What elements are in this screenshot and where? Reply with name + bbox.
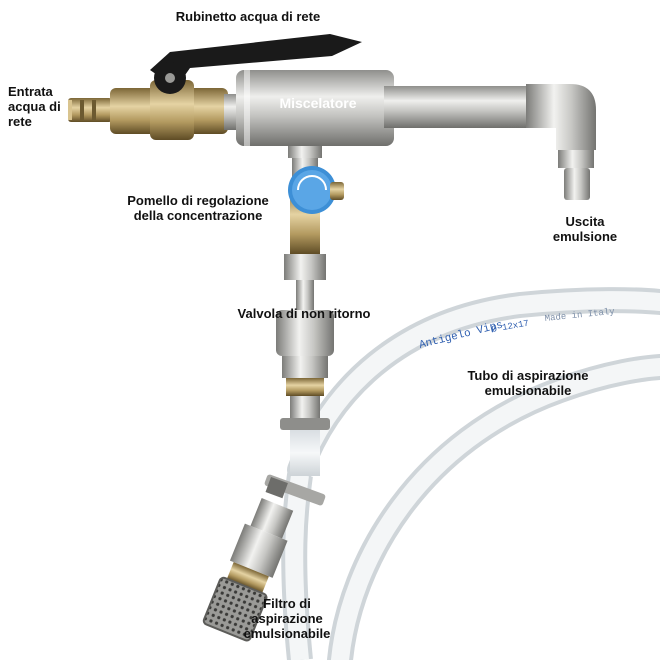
label-tap: Rubinetto acqua di rete (175, 9, 321, 24)
vertical-stem (284, 140, 326, 310)
hose-clamp (264, 474, 326, 506)
label-outlet: Uscita emulsione (552, 214, 618, 244)
suction-filter (202, 498, 294, 642)
label-hose: Tubo di aspirazione emulsionabile (467, 368, 589, 398)
mixer-body (236, 70, 532, 146)
tap-handle (150, 34, 362, 94)
check-valve (276, 310, 334, 430)
hose-segment (290, 430, 320, 476)
outlet-elbow (526, 84, 596, 200)
label-mixer: Miscelatore (279, 95, 357, 111)
label-check-valve: Valvola di non ritorno (237, 306, 371, 321)
suction-hose (281, 287, 660, 660)
ball-valve-body (110, 80, 242, 140)
concentration-knob (288, 166, 344, 214)
label-filter: Filtro di aspirazione emulsionabile (243, 596, 331, 641)
label-knob: Pomello di regolazione della concentrazi… (127, 193, 269, 223)
label-inlet: Entrata acqua di rete (8, 84, 61, 129)
inlet-connector (68, 98, 112, 122)
